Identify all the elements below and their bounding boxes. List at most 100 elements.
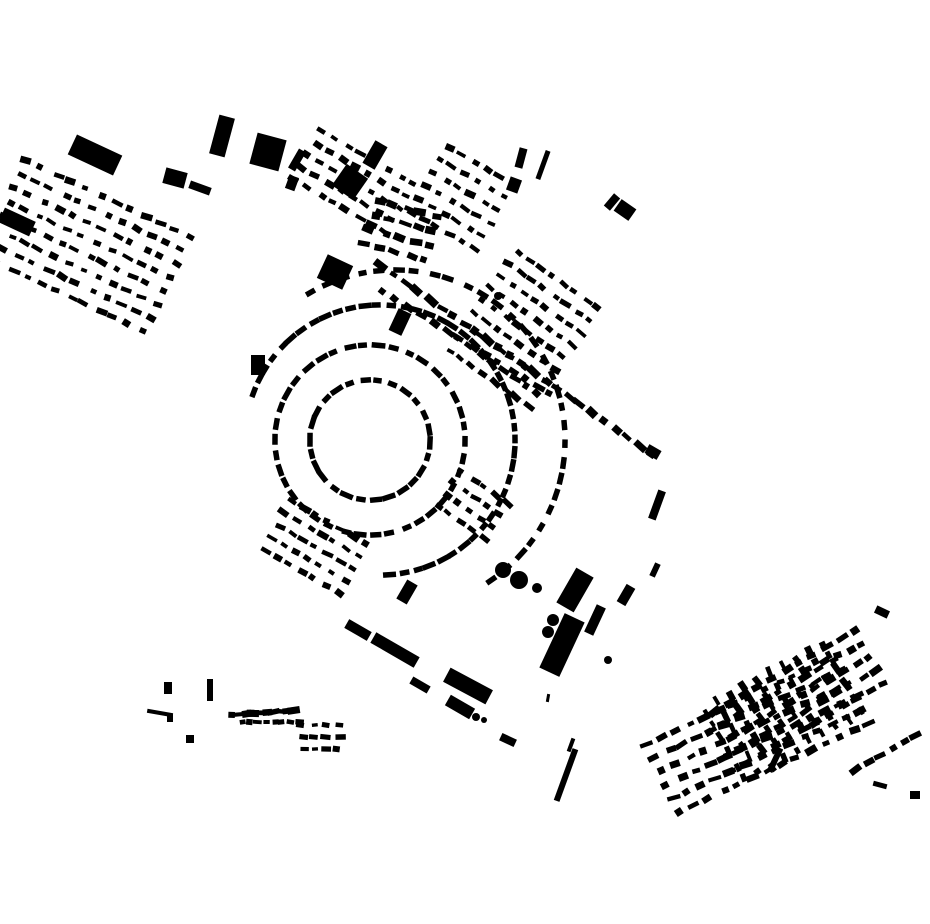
building xyxy=(556,350,566,361)
building xyxy=(275,463,285,477)
building xyxy=(294,161,308,174)
building xyxy=(407,475,419,488)
building xyxy=(861,718,876,729)
building xyxy=(76,297,89,308)
building xyxy=(549,364,562,376)
building xyxy=(441,273,455,283)
building xyxy=(503,313,512,323)
building xyxy=(432,212,442,221)
building xyxy=(87,253,97,262)
building xyxy=(656,765,666,776)
building xyxy=(420,181,433,191)
building xyxy=(766,746,784,774)
building xyxy=(362,140,388,170)
building xyxy=(689,733,704,742)
building xyxy=(666,793,681,802)
building xyxy=(687,720,695,727)
building xyxy=(332,307,344,316)
building xyxy=(392,231,406,244)
building xyxy=(423,452,432,462)
building xyxy=(447,477,457,487)
building xyxy=(849,693,858,704)
building xyxy=(146,708,174,718)
building xyxy=(773,688,782,697)
building xyxy=(18,237,31,248)
building xyxy=(476,288,490,300)
building xyxy=(90,287,98,295)
building xyxy=(703,727,714,738)
building xyxy=(411,306,423,315)
building xyxy=(319,733,331,741)
building xyxy=(68,294,79,303)
building xyxy=(171,259,183,269)
building xyxy=(424,225,437,236)
building xyxy=(35,162,44,171)
building xyxy=(910,791,920,799)
building xyxy=(691,767,701,775)
building xyxy=(245,718,253,726)
storage-tank xyxy=(494,292,502,300)
building-layer xyxy=(0,114,923,817)
building xyxy=(838,676,852,690)
building xyxy=(820,641,834,653)
building xyxy=(760,685,769,694)
building xyxy=(446,320,459,332)
building xyxy=(329,483,341,494)
building xyxy=(312,139,324,151)
building xyxy=(481,199,490,207)
building xyxy=(444,160,457,171)
building xyxy=(388,344,400,352)
building xyxy=(272,552,284,563)
building xyxy=(383,529,395,537)
large-building xyxy=(249,132,287,172)
building xyxy=(396,579,418,605)
building xyxy=(802,702,810,710)
building xyxy=(316,126,327,135)
building xyxy=(333,587,345,599)
building xyxy=(371,211,381,221)
building xyxy=(462,487,470,495)
building xyxy=(818,656,831,667)
building xyxy=(487,359,498,372)
building xyxy=(555,332,564,340)
building xyxy=(462,435,468,447)
building xyxy=(120,286,133,294)
building xyxy=(873,605,891,619)
building xyxy=(862,756,876,768)
building xyxy=(36,279,48,289)
building xyxy=(547,271,556,280)
building xyxy=(448,197,457,206)
building xyxy=(723,745,734,758)
building xyxy=(287,488,299,502)
building xyxy=(778,660,788,673)
shed xyxy=(344,619,372,641)
building xyxy=(393,267,405,273)
building xyxy=(466,225,475,234)
building xyxy=(621,431,632,442)
building xyxy=(559,456,567,470)
building xyxy=(732,710,743,721)
building xyxy=(468,342,481,354)
building xyxy=(355,495,367,503)
building xyxy=(492,171,505,182)
building xyxy=(536,521,546,533)
building xyxy=(852,658,864,669)
shed xyxy=(553,748,579,802)
building xyxy=(377,286,387,296)
building xyxy=(470,210,483,220)
building xyxy=(344,304,357,313)
building xyxy=(562,439,568,449)
building xyxy=(125,204,134,214)
building xyxy=(835,732,845,742)
building xyxy=(307,573,316,582)
building xyxy=(290,547,301,557)
building xyxy=(787,676,797,687)
building xyxy=(727,729,741,741)
building xyxy=(545,504,555,516)
building xyxy=(425,423,433,437)
building xyxy=(449,390,461,404)
building xyxy=(288,529,298,539)
building xyxy=(376,176,387,187)
building xyxy=(412,222,426,233)
building xyxy=(824,709,834,722)
